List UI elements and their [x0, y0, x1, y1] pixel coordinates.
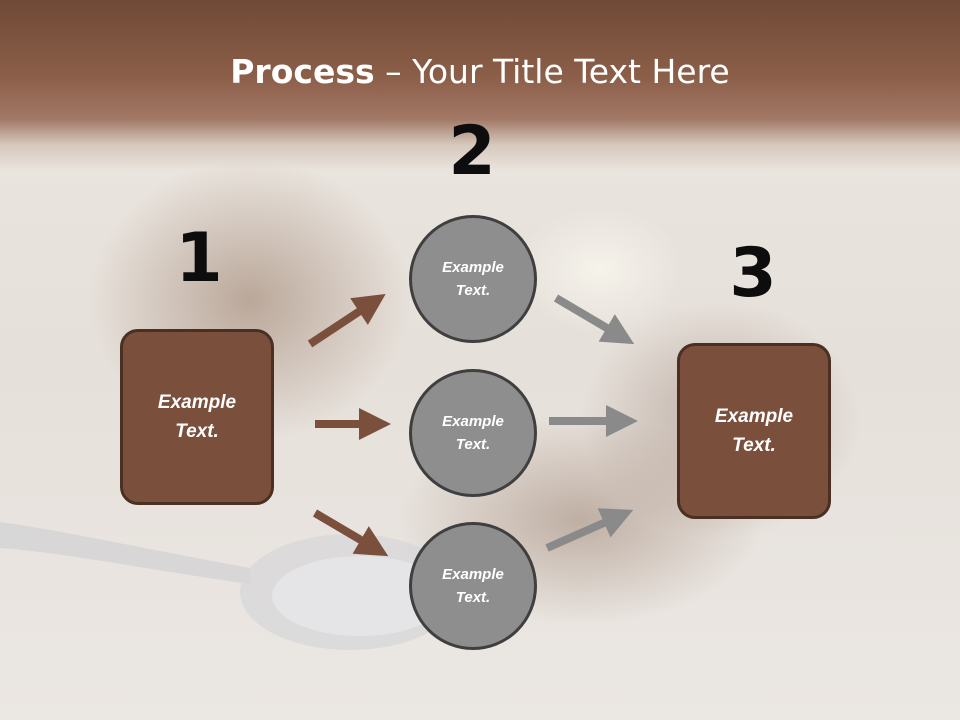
title-bold: Process — [230, 52, 375, 91]
circle-middle-line1: Example — [442, 413, 504, 430]
spoon-background-image — [0, 522, 460, 650]
circle-bottom-line1: Example — [442, 566, 504, 583]
title-rest: – Your Title Text Here — [374, 52, 730, 91]
arrow-from-circle-bottom — [545, 508, 634, 552]
step-number-3: 3 — [729, 234, 777, 313]
step-number-2: 2 — [448, 112, 496, 191]
circle-middle-line2: Text. — [455, 436, 491, 453]
arrow-from-circle-top — [553, 294, 635, 345]
circle-bottom-line2: Text. — [455, 589, 491, 606]
arrow-to-circle-top — [307, 293, 386, 348]
step-3-line1: Example — [714, 406, 794, 427]
header-band — [0, 0, 960, 170]
circle-top-line2: Text. — [455, 282, 491, 299]
step-3-line2: Text. — [732, 435, 776, 456]
step-number-1: 1 — [175, 219, 223, 298]
circle-top-line1: Example — [442, 259, 504, 276]
slide-title: Process – Your Title Text Here — [0, 52, 960, 91]
arrow-to-circle-bottom — [312, 509, 389, 557]
step-1-line2: Text. — [175, 421, 219, 442]
step-1-line1: Example — [157, 392, 237, 413]
